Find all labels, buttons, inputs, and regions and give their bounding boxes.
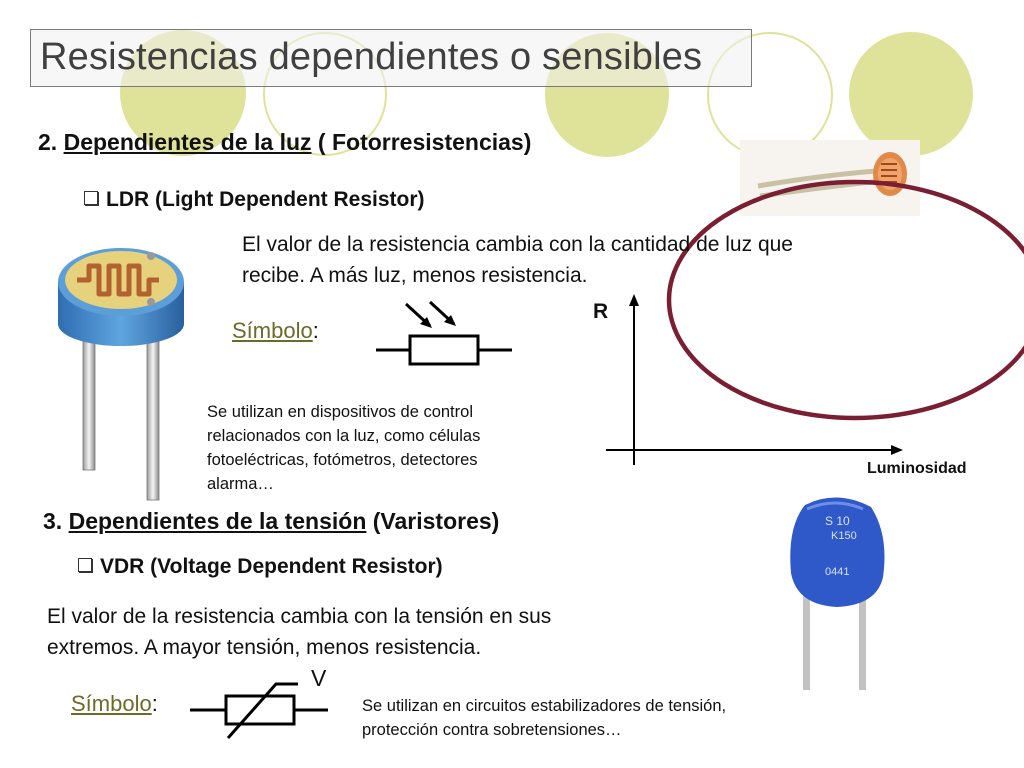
section3-heading-link[interactable]: Dependientes de la tensión bbox=[68, 508, 367, 534]
ldr-uses-line1: Se utilizan en dispositivos de control bbox=[207, 403, 473, 421]
ldr-symbol-link[interactable]: Símbolo bbox=[232, 318, 313, 343]
vdr-bullet: VDR (Voltage Dependent Resistor) bbox=[78, 555, 443, 579]
vdr-description: El valor de la resistencia cambia con la… bbox=[47, 601, 747, 663]
vdr-description-line2: extremos. A mayor tensión, menos resiste… bbox=[47, 636, 482, 659]
vdr-symbol-label: Símbolo: bbox=[71, 691, 158, 717]
ldr-description-line1: El valor de la resistencia cambia con la… bbox=[242, 233, 793, 256]
vdr-uses-line1: Se utilizan en circuitos estabilizadores… bbox=[362, 697, 727, 715]
ldr-description: El valor de la resistencia cambia con la… bbox=[242, 229, 932, 291]
vdr-symbol-link[interactable]: Símbolo bbox=[71, 691, 152, 716]
varistor-marking-line3: 0441 bbox=[825, 566, 849, 578]
ldr-uses-line4: alarma… bbox=[207, 475, 274, 493]
varistor-marking-line1: S 10 bbox=[825, 514, 850, 528]
ldr-uses: Se utilizan en dispositivos de control r… bbox=[207, 400, 577, 496]
ldr-bullet: LDR (Light Dependent Resistor) bbox=[84, 188, 425, 212]
section2-number: 2. bbox=[38, 129, 58, 155]
ldr-description-line2: recibe. A más luz, menos resistencia. bbox=[242, 264, 588, 287]
ldr-photo bbox=[740, 140, 920, 216]
ldr-symbol-colon: : bbox=[312, 318, 319, 343]
graph-x-label: Luminosidad bbox=[867, 460, 967, 477]
vdr-description-line1: El valor de la resistencia cambia con la… bbox=[47, 605, 552, 628]
varistor-marking-line2: K150 bbox=[831, 530, 857, 542]
light-arrows-icon bbox=[404, 300, 456, 328]
vdr-uses: Se utilizan en circuitos estabilizadores… bbox=[362, 694, 822, 742]
vdr-symbol-colon: : bbox=[151, 691, 158, 716]
vdr-symbol-letter: V bbox=[311, 665, 327, 691]
ldr-bullet-label: LDR (Light Dependent Resistor) bbox=[106, 188, 425, 211]
ldr-uses-line2: relacionados con la luz, como células bbox=[207, 427, 481, 445]
title-box bbox=[30, 29, 752, 87]
graph-y-label: R bbox=[593, 300, 609, 323]
bullet-checkbox-icon bbox=[78, 558, 92, 572]
ldr-uses-line3: fotoeléctricas, fotómetros, detectores bbox=[207, 451, 478, 469]
vdr-uses-line2: protección contra sobretensiones… bbox=[362, 721, 622, 739]
section3-number: 3. bbox=[43, 508, 63, 534]
vdr-symbol bbox=[190, 682, 328, 739]
ldr-symbol bbox=[376, 300, 512, 366]
section3-heading-rest: (Varistores) bbox=[372, 508, 500, 534]
varistor-photo: S 10 K150 0441 bbox=[790, 497, 885, 690]
page-title: Resistencias dependientes o sensibles bbox=[40, 36, 703, 78]
resistance-graph-axes bbox=[606, 294, 903, 465]
bullet-checkbox-icon bbox=[84, 191, 98, 205]
section2-heading: 2. Dependientes de la luz ( Fotorresiste… bbox=[38, 129, 531, 156]
ldr-illustration bbox=[58, 248, 184, 501]
highlight-ellipse bbox=[666, 179, 1024, 421]
section3-heading: 3. Dependientes de la tensión (Varistore… bbox=[43, 508, 499, 535]
section2-heading-rest: ( Fotorresistencias) bbox=[317, 129, 532, 155]
section2-heading-link[interactable]: Dependientes de la luz bbox=[63, 129, 312, 155]
decor-circle-5 bbox=[849, 32, 973, 156]
ldr-symbol-label: Símbolo: bbox=[232, 318, 319, 344]
vdr-bullet-label: VDR (Voltage Dependent Resistor) bbox=[100, 555, 443, 578]
